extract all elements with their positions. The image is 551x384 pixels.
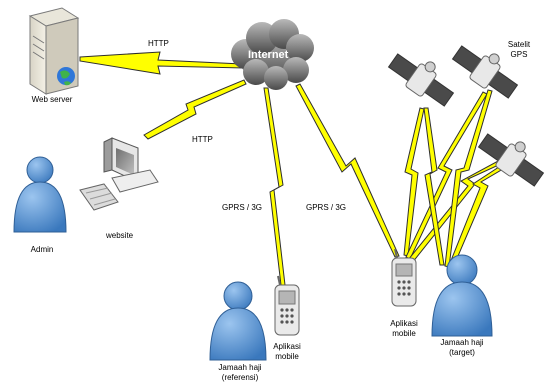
aplikasi-right-label: Aplikasi: [390, 319, 418, 328]
jamaah-referensi-person-icon: [209, 281, 267, 361]
gps-label: GPS: [510, 50, 528, 59]
target-label: (target): [449, 348, 475, 357]
satellite-1-icon: [387, 53, 455, 107]
aplikasi-left-label: Aplikasi: [273, 342, 301, 351]
link-pc-internet: [143, 79, 247, 140]
admin-label: Admin: [30, 245, 54, 254]
mobile-left-label: mobile: [275, 352, 299, 361]
jamaah-target-person-icon: [431, 254, 493, 337]
satellite-3-icon: [477, 133, 545, 187]
http-mid-label: HTTP: [192, 135, 213, 144]
jamaah-target-label: Jamaah haji: [440, 338, 484, 347]
mobile-phone-left-icon: [274, 275, 300, 336]
admin-person-icon: [13, 156, 67, 233]
web-server-icon: [28, 7, 80, 95]
website-label: website: [106, 231, 134, 240]
link-phone-left-internet: [263, 87, 286, 286]
gprs-left-label: GPRS / 3G: [222, 203, 263, 212]
link-sat1-target: [423, 107, 445, 266]
link-sat2-target: [444, 89, 493, 268]
web-server-label: Web server: [31, 95, 73, 104]
internet-cloud-icon: [231, 19, 314, 90]
link-server-internet: [79, 51, 245, 75]
internet-label: Internet: [248, 49, 289, 61]
jamaah-referensi-label: Jamaah haji: [218, 363, 262, 372]
satellite-2-icon: [451, 45, 519, 99]
link-phone-right-internet: [295, 83, 400, 258]
satelit-label: Satelit: [507, 40, 531, 49]
http-top-label: HTTP: [148, 39, 169, 48]
mobile-phone-right-icon: [391, 248, 417, 307]
gprs-right-label: GPRS / 3G: [306, 203, 347, 212]
referensi-label: (referensi): [221, 373, 259, 382]
mobile-right-label: mobile: [392, 329, 416, 338]
computer-icon: [79, 137, 159, 211]
